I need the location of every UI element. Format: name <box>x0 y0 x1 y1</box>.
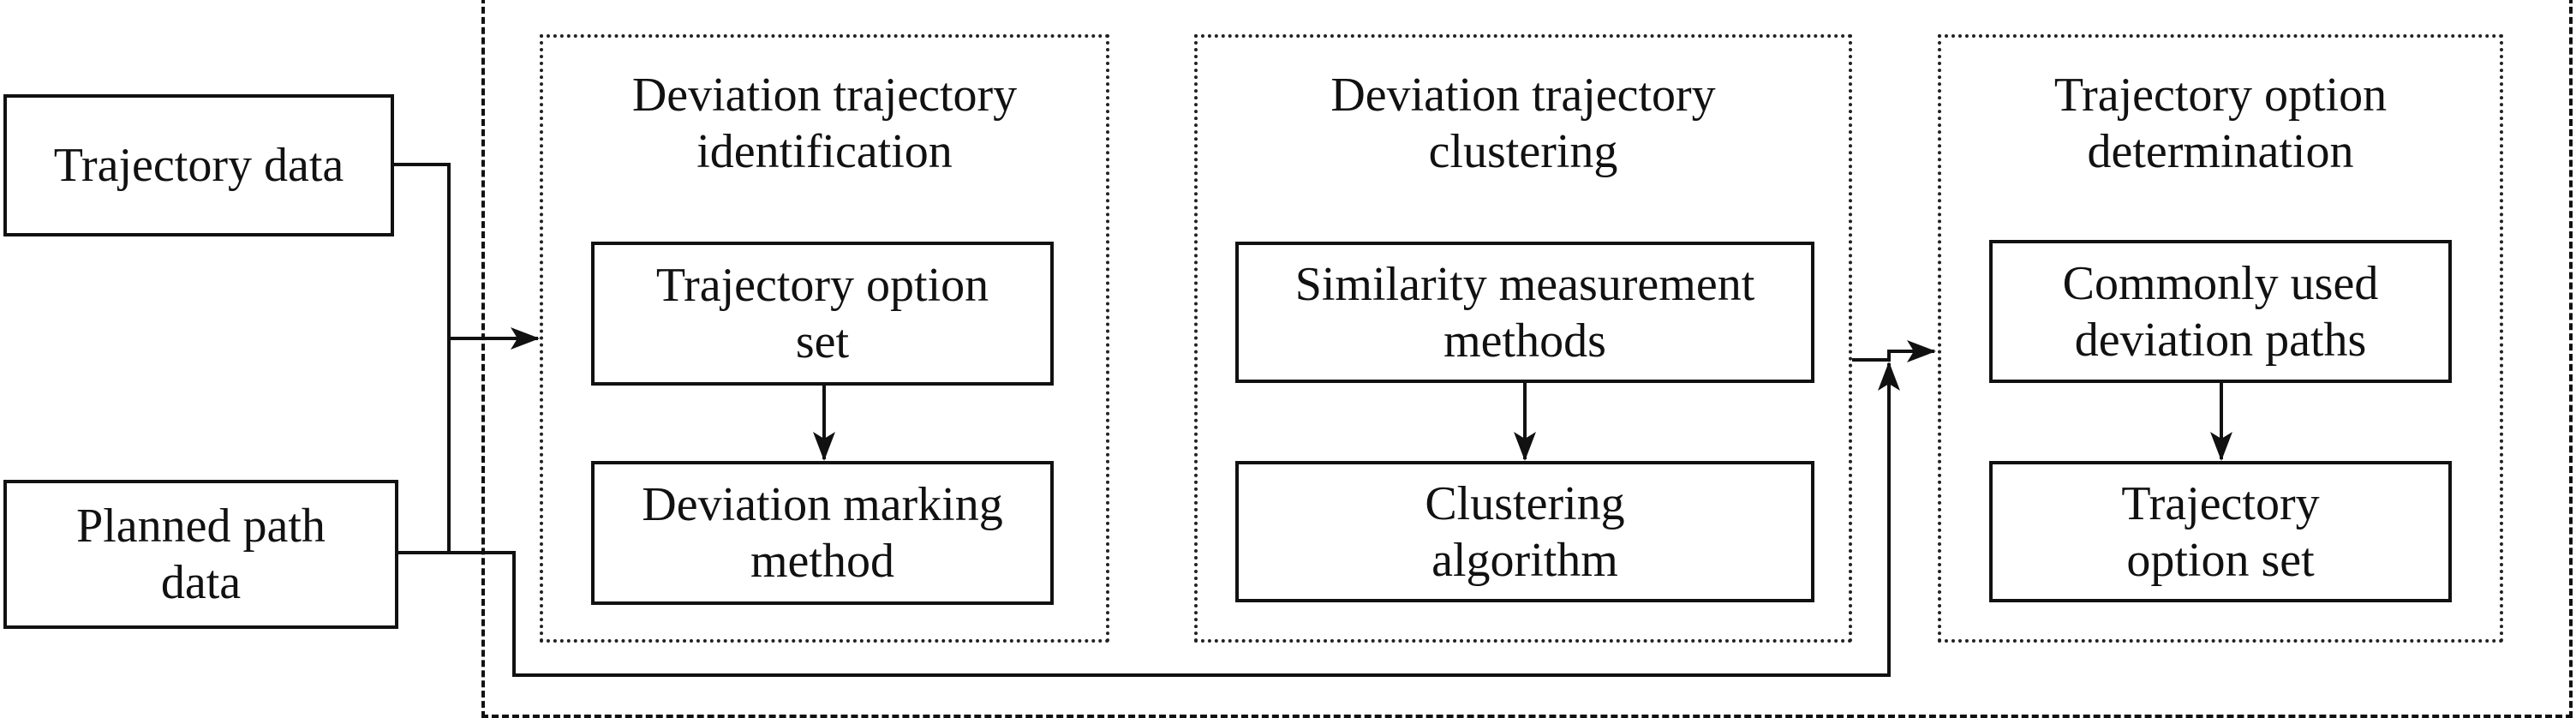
determination-group: Trajectory option determination <box>1938 34 2503 643</box>
trajectory-option-set-result-box: Trajectory option set <box>1989 461 2452 602</box>
clustering-to-determination-arrow <box>1852 340 1936 362</box>
trajectory-data-label: Trajectory data <box>53 139 344 192</box>
commonly-used-deviation-paths-box: Commonly used deviation paths <box>1989 240 2452 383</box>
determination-title: Trajectory option determination <box>2053 69 2388 178</box>
planned-path-label-line1: Planned path <box>76 500 326 553</box>
planned-path-label-line2: data <box>160 556 242 609</box>
process-frame <box>481 0 2573 718</box>
planned-path-bypass-connector <box>449 362 1900 677</box>
trajectory-data-connector <box>394 163 451 553</box>
trajectory-option-set-box: Trajectory option set <box>591 242 1054 386</box>
clustering-title: Deviation trajectory clustering <box>1330 69 1716 178</box>
clustering-group: Deviation trajectory clustering <box>1194 34 1852 643</box>
trajectory-data-box: Trajectory data <box>3 94 394 236</box>
similarity-measurement-box: Similarity measurement methods <box>1235 242 1814 383</box>
identification-title: Deviation trajectory identification <box>631 69 1018 178</box>
clustering-algorithm-box: Clustering algorithm <box>1235 461 1814 602</box>
identification-group: Deviation trajectory identification <box>540 34 1109 643</box>
planned-path-data-box: Planned path data <box>3 480 398 629</box>
deviation-marking-method-box: Deviation marking method <box>591 461 1054 605</box>
